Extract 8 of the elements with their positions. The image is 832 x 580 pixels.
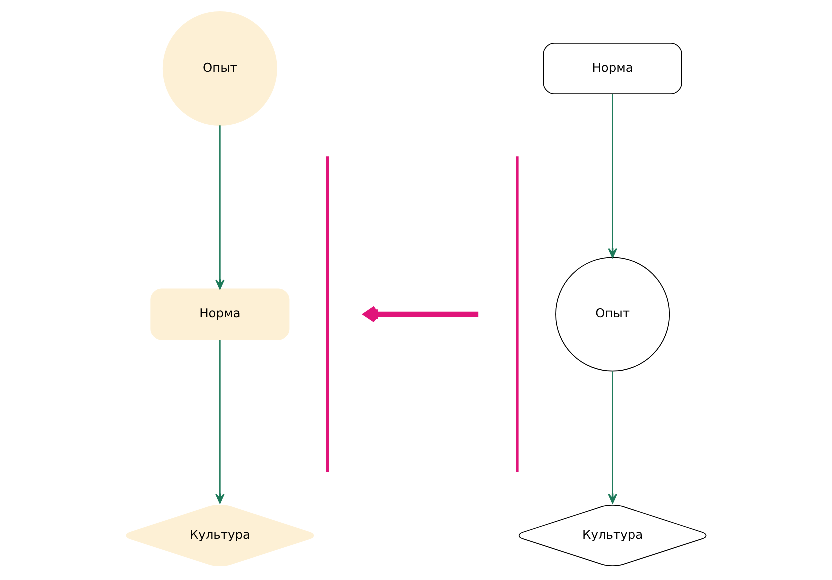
arrow — [608, 94, 617, 258]
node-box: Норма — [542, 42, 682, 95]
node-box: Норма — [150, 288, 290, 340]
node-circle: Опыт — [555, 257, 670, 372]
arrow — [215, 126, 224, 290]
arrow — [608, 372, 617, 504]
node-circle: Опыт — [162, 11, 277, 126]
arrow — [215, 340, 224, 504]
